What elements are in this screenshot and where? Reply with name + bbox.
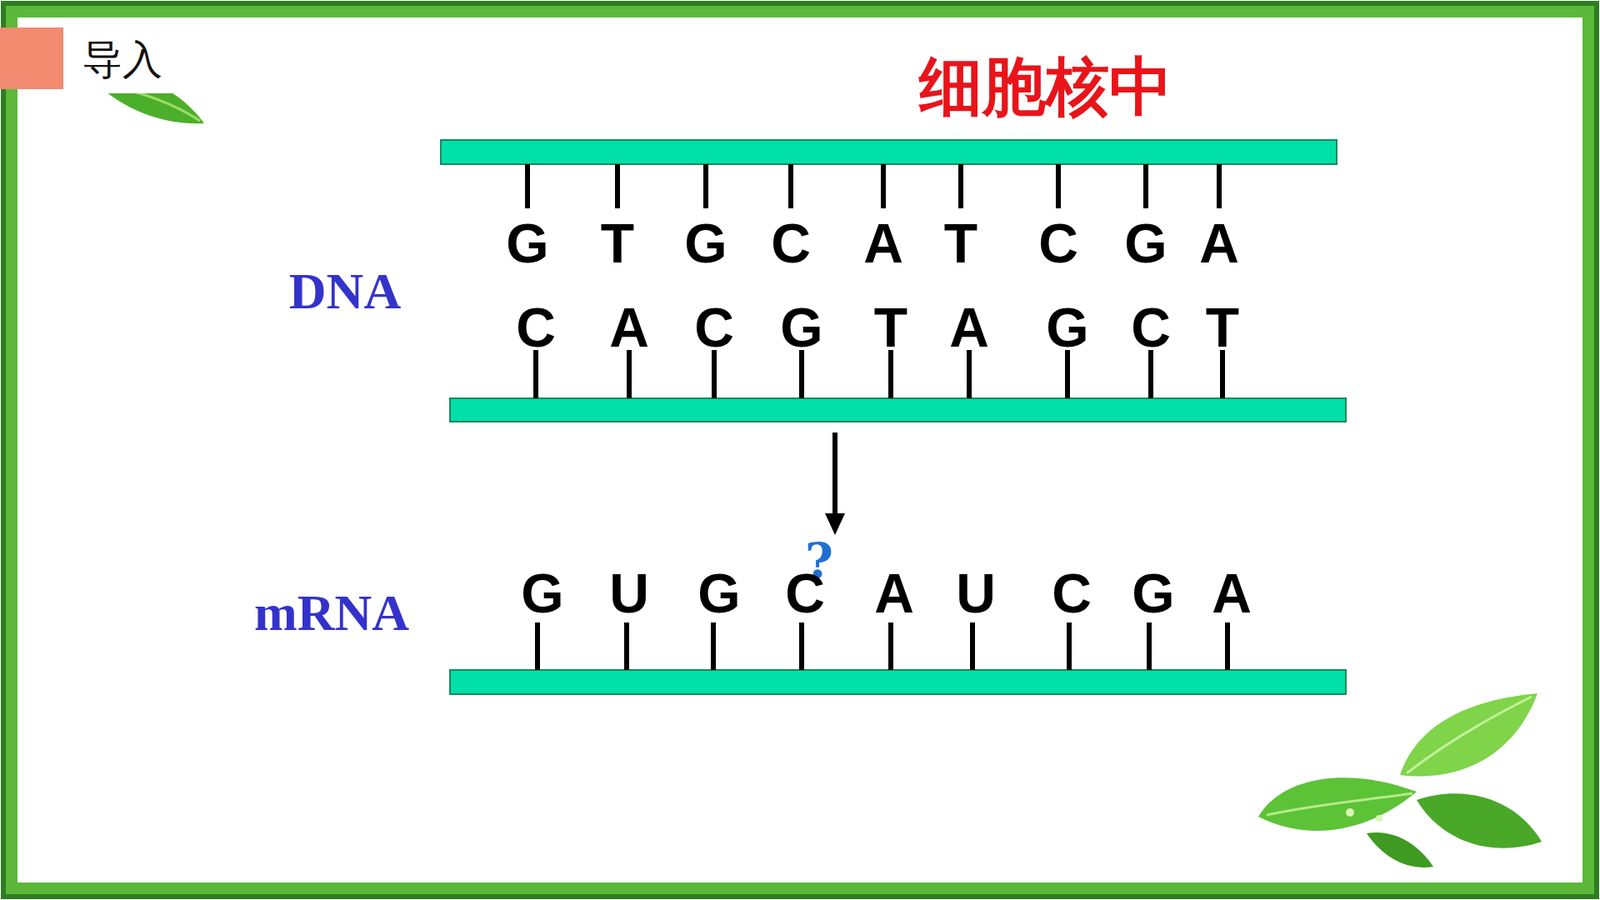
base-letter: A: [863, 215, 904, 271]
outer-frame: [3, 3, 1597, 897]
base-letter: T: [874, 300, 908, 355]
base-letter: C: [515, 300, 556, 355]
base-letter: G: [697, 565, 740, 621]
base-letter: G: [505, 215, 549, 271]
strand-name: mRNA: [254, 586, 410, 639]
inner-frame: [11, 11, 1589, 889]
base-letter: G: [520, 565, 564, 621]
leaf-cluster: [1258, 693, 1542, 868]
base-letter: G: [1045, 300, 1089, 355]
mrna-strand: [450, 670, 1346, 695]
dna-bottom-strand: [450, 398, 1346, 422]
base-letter: T: [944, 215, 978, 271]
base-letter: G: [780, 300, 823, 355]
slide-title: 细胞核中: [919, 55, 1173, 119]
base-letter: A: [1199, 215, 1240, 271]
base-letter: A: [874, 565, 915, 621]
base-letter: C: [770, 215, 811, 271]
tag-box: [63, 20, 180, 94]
base-letter: T: [1205, 300, 1240, 355]
base-letter: A: [949, 300, 990, 355]
base-letter: U: [609, 565, 650, 621]
transcription-arrow: [825, 432, 845, 535]
strand-name: DNA: [289, 265, 401, 317]
base-letter: G: [1124, 215, 1167, 271]
base-letter: U: [955, 565, 996, 621]
section-tag: 导入: [82, 39, 163, 80]
tag-square: [0, 27, 64, 90]
base-letter: A: [609, 300, 650, 355]
base-letter: A: [1211, 565, 1252, 621]
base-ticks: [527, 164, 1228, 670]
dna-top-strand: [440, 140, 1337, 165]
base-letter: C: [1051, 565, 1092, 621]
base-letter: C: [1038, 215, 1079, 271]
base-letter: C: [694, 300, 735, 355]
base-letter: T: [600, 215, 635, 271]
base-letter: G: [684, 215, 727, 271]
base-letter: C: [785, 565, 825, 621]
base-letter: C: [1130, 300, 1171, 355]
base-letter: G: [1131, 565, 1175, 621]
strand-bars: [440, 140, 1346, 695]
